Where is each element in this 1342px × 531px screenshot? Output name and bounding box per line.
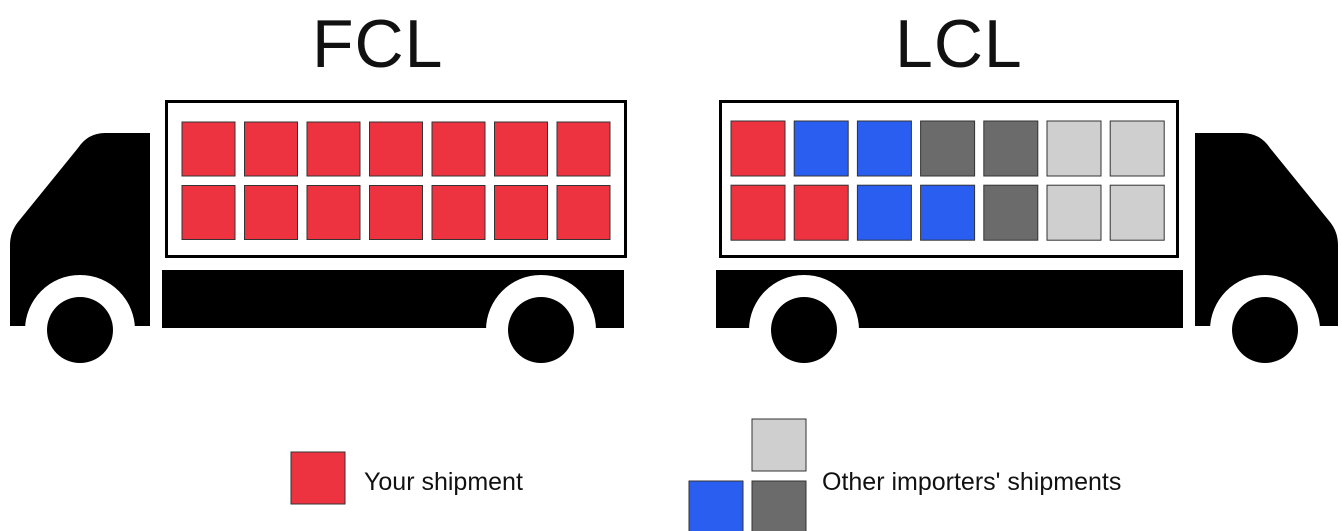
fcl-rear-wheel — [508, 297, 574, 363]
cargo-box-other-dark — [983, 184, 1039, 241]
cargo-box-other-blue — [920, 184, 976, 241]
fcl-truck-cab — [10, 133, 150, 326]
cargo-box-your-shipment — [369, 121, 423, 177]
cargo-box-other-blue — [856, 120, 912, 177]
cargo-box-your-shipment — [369, 185, 423, 240]
cargo-box-other-light — [1046, 120, 1102, 177]
fcl-cargo-grid — [181, 121, 611, 240]
legend-your-shipment-label: Your shipment — [364, 468, 523, 496]
cargo-box-your-shipment — [556, 121, 611, 177]
fcl-front-wheel — [47, 297, 113, 363]
fcl-truck — [10, 100, 627, 385]
legend-your-shipment-swatch — [290, 451, 346, 505]
cargo-box-other-dark — [920, 120, 976, 177]
lcl-rear-wheel — [771, 297, 837, 363]
cargo-box-other-light — [1046, 184, 1102, 241]
cargo-box-other-dark — [983, 120, 1039, 177]
cargo-box-your-shipment — [494, 121, 548, 177]
cargo-box-other-blue — [793, 120, 849, 177]
cargo-box-your-shipment — [793, 184, 849, 241]
lcl-truck — [716, 100, 1338, 385]
lcl-title: LCL — [895, 6, 1023, 82]
cargo-box-other-light — [1109, 120, 1165, 177]
cargo-box-other-light — [1109, 184, 1165, 241]
cargo-box-other-blue — [856, 184, 912, 241]
cargo-box-your-shipment — [181, 121, 236, 177]
cargo-box-your-shipment — [730, 120, 786, 177]
legend-other-dark-swatch — [751, 480, 807, 531]
legend-other-blue-swatch — [688, 480, 744, 531]
cargo-box-your-shipment — [556, 185, 611, 240]
cargo-box-your-shipment — [431, 185, 486, 240]
legend — [290, 418, 807, 531]
legend-other-light-swatch — [751, 418, 807, 472]
cargo-box-your-shipment — [181, 185, 236, 240]
lcl-cargo-grid — [730, 120, 1165, 241]
cargo-box-your-shipment — [244, 121, 298, 177]
fcl-title: FCL — [312, 6, 444, 82]
lcl-front-wheel — [1232, 297, 1298, 363]
cargo-box-your-shipment — [431, 121, 486, 177]
cargo-box-your-shipment — [244, 185, 298, 240]
cargo-box-your-shipment — [306, 121, 361, 177]
legend-other-shipments-label: Other importers' shipments — [822, 468, 1122, 496]
cargo-box-your-shipment — [494, 185, 548, 240]
cargo-box-your-shipment — [730, 184, 786, 241]
cargo-box-your-shipment — [306, 185, 361, 240]
lcl-truck-cab — [1195, 133, 1338, 326]
